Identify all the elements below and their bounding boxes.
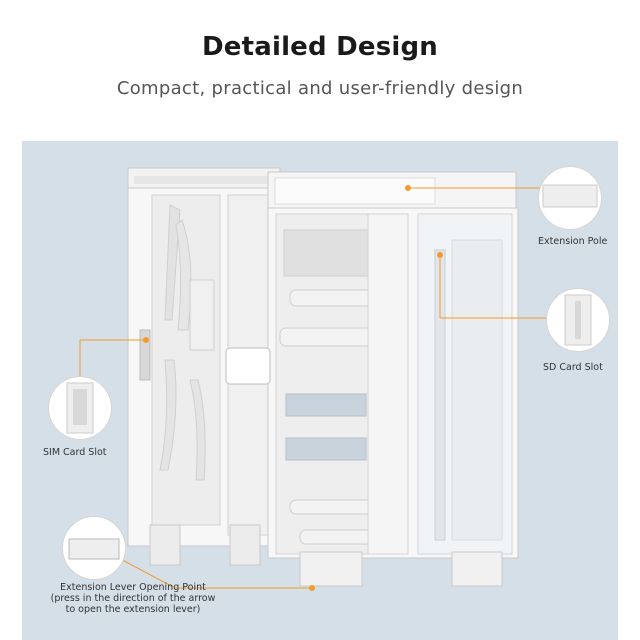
page-subtitle: Compact, practical and user-friendly des…	[116, 78, 524, 99]
extension-lever-line-3: to open the extension lever)	[65, 604, 201, 615]
extension-lever-zoom	[62, 516, 126, 580]
sim-card-slot-label: SIM Card Slot	[43, 447, 107, 458]
extension-pole-label: Extension Pole	[538, 236, 608, 247]
extension-lever-line-2: (press in the direction of the arrow	[50, 593, 216, 604]
leader-lines	[79, 185, 552, 591]
sd-card-slot-label: SD Card Slot	[543, 362, 603, 373]
right-module	[225, 171, 519, 587]
extension-lever-label: Extension Lever Opening Point (press in …	[28, 582, 238, 615]
extension-pole-zoom	[538, 166, 602, 230]
page-title: Detailed Design	[201, 32, 439, 62]
sd-card-slot-zoom	[546, 288, 610, 352]
extension-lever-line-1: Extension Lever Opening Point	[60, 582, 206, 593]
sim-card-slot-zoom	[48, 376, 112, 440]
